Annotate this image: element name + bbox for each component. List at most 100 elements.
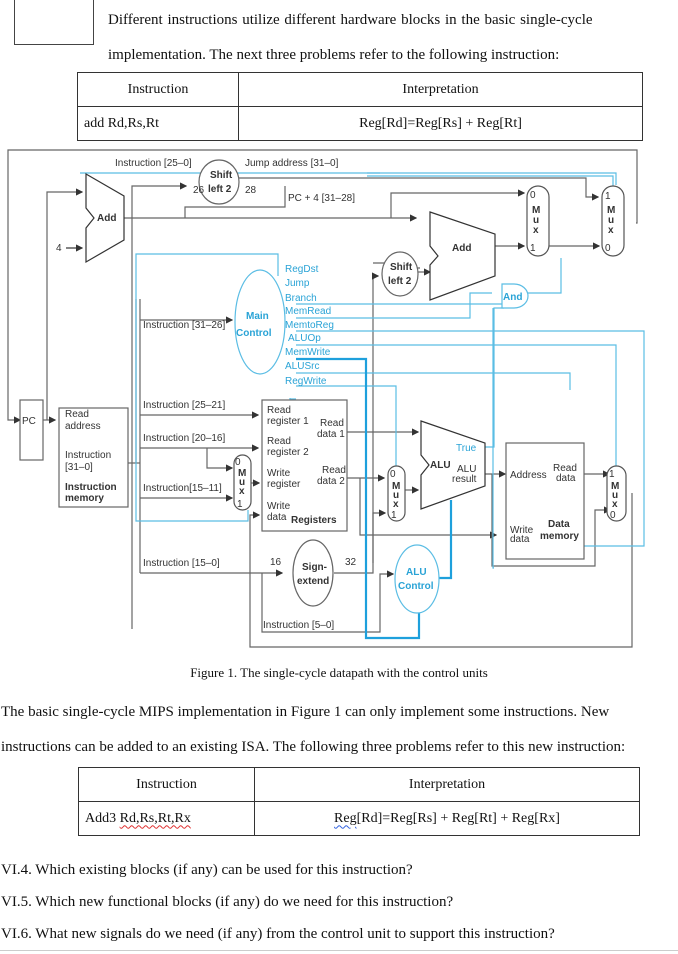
svg-text:register: register <box>267 479 301 490</box>
label-instr-31-26: Instruction [31–26] <box>143 320 225 331</box>
svg-text:M: M <box>238 468 246 479</box>
svg-text:M: M <box>392 481 400 492</box>
svg-text:0: 0 <box>530 190 536 201</box>
mux-alusrc: 0 M u x 1 <box>387 465 406 522</box>
signal-memtoreg: MemtoReg <box>285 320 334 331</box>
question-vi-5: VI.5. Which new functional blocks (if an… <box>1 894 454 910</box>
page-divider <box>0 950 678 951</box>
sign-extend: Sign- extend <box>292 539 334 607</box>
intro-line-2: implementation. The next three problems … <box>108 47 560 63</box>
svg-text:extend: extend <box>297 576 329 587</box>
svg-text:Address: Address <box>510 470 547 481</box>
answer-box <box>14 0 94 45</box>
pc-label: PC <box>22 416 36 427</box>
branch-adder: Add <box>429 211 496 301</box>
question-vi-4: VI.4. Which existing blocks (if any) can… <box>1 862 413 878</box>
and-gate: And <box>501 283 529 309</box>
table-header: Interpretation <box>238 72 643 107</box>
svg-text:32: 32 <box>345 557 357 568</box>
main-control: Main Control <box>234 269 286 375</box>
svg-text:result: result <box>452 474 477 485</box>
svg-text:And: And <box>503 292 522 303</box>
question-vi-6: VI.6. What new signals do we need (if an… <box>1 926 555 942</box>
svg-text:data: data <box>267 512 287 523</box>
svg-text:Main: Main <box>246 311 269 322</box>
data-memory: Address Read data Write data Data memory <box>505 442 585 560</box>
table-cell-interpretation: Reg[Rd]=Reg[Rs] + Reg[Rt] + Reg[Rx] <box>254 801 640 836</box>
svg-text:0: 0 <box>390 469 396 480</box>
svg-text:Sign-: Sign- <box>302 562 327 573</box>
intro2-line-1: The basic single-cycle MIPS implementati… <box>1 704 610 720</box>
svg-text:Write: Write <box>510 525 534 536</box>
svg-text:u: u <box>239 477 245 488</box>
table-header: Instruction <box>77 72 239 107</box>
svg-text:address: address <box>65 421 101 432</box>
svg-text:Shift: Shift <box>390 262 413 273</box>
svg-text:26: 26 <box>193 185 205 196</box>
instruction-memory: Read address Instruction [31–0] Instruct… <box>58 407 129 508</box>
svg-text:Read: Read <box>267 405 291 416</box>
mux-jump: 1 M u x 0 <box>601 185 625 257</box>
svg-text:left 2: left 2 <box>208 184 232 195</box>
svg-text:x: x <box>533 225 539 236</box>
svg-text:Data: Data <box>548 519 570 530</box>
svg-text:Read: Read <box>553 463 577 474</box>
instruction-table-1: Instruction Interpretation add Rd,Rs,Rt … <box>77 72 643 141</box>
pc-adder: Add <box>85 172 125 264</box>
register-file: Read register 1 Read register 2 Write re… <box>261 399 348 532</box>
svg-text:x: x <box>608 225 614 236</box>
svg-text:left 2: left 2 <box>388 276 412 287</box>
svg-text:x: x <box>393 499 399 510</box>
grammar-flagged-word: Reg <box>334 810 357 826</box>
shift-left-2-branch: Shift left 2 <box>381 251 419 297</box>
spellcheck-flagged-operands: Rd,Rs,Rt,Rx <box>119 810 191 826</box>
table-row: Add3 Rd,Rs,Rt,Rx Reg[Rd]=Reg[Rs] + Reg[R… <box>78 801 640 836</box>
svg-text:register 1: register 1 <box>267 416 309 427</box>
svg-text:register 2: register 2 <box>267 447 309 458</box>
svg-text:data 2: data 2 <box>317 476 345 487</box>
svg-text:x: x <box>239 486 245 497</box>
label-instr-20-16: Instruction [20–16] <box>143 433 225 444</box>
svg-text:u: u <box>393 490 399 501</box>
svg-text:x: x <box>612 499 618 510</box>
intro2-line-2: instructions can be added to an existing… <box>1 739 626 755</box>
mux-regdst: 0 M u x 1 <box>233 454 252 511</box>
svg-text:ALU: ALU <box>430 460 451 471</box>
svg-text:Read: Read <box>320 418 344 429</box>
svg-text:1: 1 <box>530 243 536 254</box>
svg-text:M: M <box>607 205 615 216</box>
svg-text:0: 0 <box>235 457 241 468</box>
alu: ALU ALU result True <box>420 420 486 510</box>
svg-text:Shift: Shift <box>210 170 233 181</box>
wires <box>7 149 638 648</box>
svg-text:data: data <box>556 473 576 484</box>
alu-control: ALU Control <box>394 544 440 614</box>
label-instr-5-0: Instruction [5–0] <box>263 620 334 631</box>
svg-text:ALU: ALU <box>457 464 476 475</box>
svg-text:Write: Write <box>267 501 291 512</box>
svg-text:data 1: data 1 <box>317 429 345 440</box>
svg-text:Instruction: Instruction <box>65 482 117 493</box>
svg-text:memory: memory <box>65 493 104 504</box>
shift-left-2-jump: Shift left 2 <box>198 159 240 205</box>
svg-text:M: M <box>611 481 619 492</box>
control-signal-labels: RegDst Jump Branch MemRead MemtoReg ALUO… <box>285 264 334 387</box>
svg-text:Read: Read <box>65 409 89 420</box>
figure-caption: Figure 1. The single-cycle datapath with… <box>190 665 488 680</box>
label-instr-15-11: Instruction[15–11] <box>143 483 222 494</box>
svg-text:Read: Read <box>267 436 291 447</box>
svg-text:memory: memory <box>540 531 579 542</box>
svg-text:1: 1 <box>237 499 243 510</box>
svg-text:Control: Control <box>398 581 434 592</box>
svg-text:Write: Write <box>267 468 291 479</box>
signal-memread: MemRead <box>285 306 331 317</box>
label-pc4: PC + 4 [31–28] <box>288 193 355 204</box>
svg-text:Add: Add <box>452 243 471 254</box>
svg-text:u: u <box>612 490 618 501</box>
pc-register: PC <box>19 399 44 461</box>
table-cell-instruction: Add3 Rd,Rs,Rt,Rx <box>78 801 255 836</box>
label-jump-address: Jump address [31–0] <box>245 158 339 169</box>
instruction-table-2: Instruction Interpretation Add3 Rd,Rs,Rt… <box>78 767 640 836</box>
svg-text:u: u <box>608 215 614 226</box>
signal-regwrite: RegWrite <box>285 376 327 387</box>
